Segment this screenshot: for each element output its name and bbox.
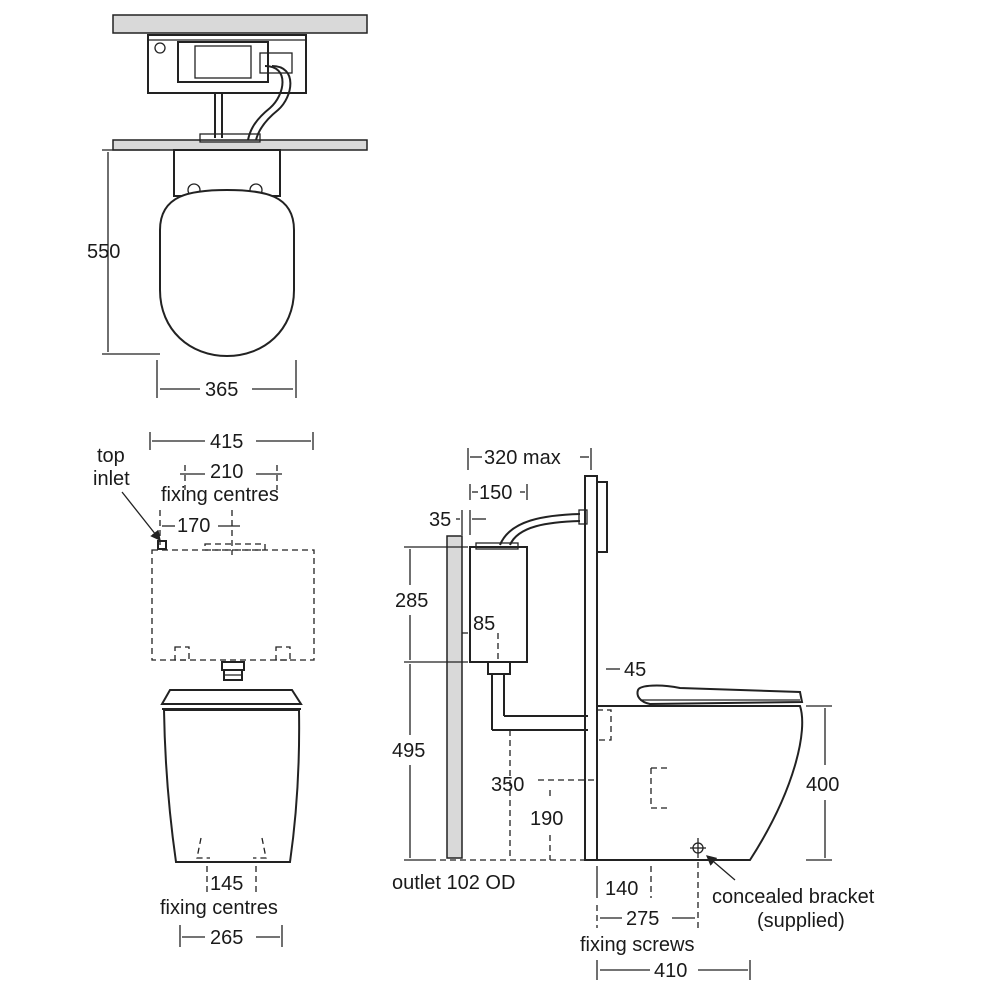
dim-side-pan-height: 400 bbox=[806, 774, 839, 796]
side-flush-plate bbox=[596, 481, 608, 553]
dim-side-bracket-distance: 140 bbox=[605, 878, 638, 900]
dim-side-outlet-offset: 85 bbox=[473, 613, 495, 635]
label-top-inlet-2: inlet bbox=[93, 468, 130, 490]
front-cistern-concealed bbox=[151, 549, 315, 661]
dim-side-bowl-top-height: 495 bbox=[392, 740, 425, 762]
top-seat-outline bbox=[159, 188, 295, 358]
side-back-wall bbox=[446, 535, 463, 859]
dim-side-cistern-depth: 150 bbox=[479, 482, 512, 504]
front-seat bbox=[160, 689, 303, 705]
side-seat bbox=[636, 684, 804, 706]
dim-top-depth: 550 bbox=[87, 241, 120, 263]
label-outlet: outlet 102 OD bbox=[392, 872, 515, 894]
dim-side-wall-gap: 35 bbox=[429, 509, 451, 531]
dim-front-fixing-centres-top: 210 bbox=[210, 461, 243, 483]
dim-side-fixing-screws-distance: 275 bbox=[626, 908, 659, 930]
top-cistern-outline bbox=[147, 34, 307, 94]
dim-side-bracket-height: 190 bbox=[530, 808, 563, 830]
side-partition bbox=[584, 475, 598, 861]
front-view: 415 top inlet 210 fixing centres 170 bbox=[93, 431, 315, 949]
dim-side-cistern-height: 285 bbox=[395, 590, 428, 612]
top-wall-strip bbox=[112, 14, 368, 34]
front-pan-body bbox=[162, 709, 301, 863]
dim-front-base-width: 265 bbox=[210, 927, 243, 949]
dim-top-width: 365 bbox=[205, 379, 238, 401]
dim-side-projection: 320 max bbox=[484, 447, 561, 469]
side-pan-body bbox=[596, 705, 804, 861]
dim-front-fixing-centres-bottom: 145 bbox=[210, 873, 243, 895]
dim-side-pan-depth: 410 bbox=[654, 960, 687, 982]
label-fixing-centres-bottom: fixing centres bbox=[160, 897, 278, 919]
side-view: 320 max 150 35 285 85 45 495 350 bbox=[392, 447, 875, 982]
dim-front-inlet-offset: 170 bbox=[177, 515, 210, 537]
label-fixing-screws: fixing screws bbox=[580, 934, 694, 956]
dim-side-seat-gap: 45 bbox=[624, 659, 646, 681]
side-cistern bbox=[469, 546, 528, 663]
top-view: 550 365 bbox=[87, 14, 368, 401]
dim-side-outlet-height: 350 bbox=[491, 774, 524, 796]
label-concealed-bracket-2: (supplied) bbox=[757, 910, 845, 932]
label-top-inlet-1: top bbox=[97, 445, 125, 467]
dim-front-cistern-width: 415 bbox=[210, 431, 243, 453]
label-fixing-centres-top: fixing centres bbox=[161, 484, 279, 506]
label-concealed-bracket-1: concealed bracket bbox=[712, 886, 875, 908]
